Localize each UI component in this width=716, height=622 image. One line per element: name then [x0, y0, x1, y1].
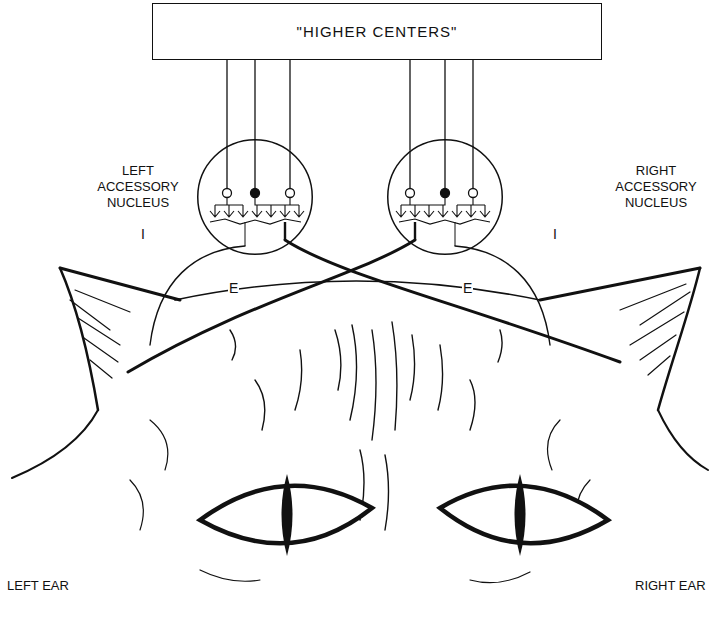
- ear-label: LEFT EAR: [6, 578, 70, 594]
- nucleus-ring: [198, 140, 313, 255]
- nucleus-outline: [387, 139, 503, 255]
- fiber-line: [289, 60, 290, 151]
- fiber-label: I: [552, 226, 558, 242]
- box-title: "HIGHER CENTERS": [297, 23, 458, 40]
- fiber-line: [409, 60, 410, 151]
- fiber-label: E: [462, 280, 473, 296]
- nucleus-outline: [197, 139, 313, 255]
- nucleus-label: LEFT ACCESSORY NUCLEUS: [87, 163, 189, 211]
- fiber-line: [254, 60, 255, 139]
- fiber-line: [226, 60, 227, 146]
- nucleus-circle: LEFT ACCESSORY NUCLEUS: [197, 139, 313, 255]
- fiber-line: [444, 60, 445, 139]
- fiber-label: I: [140, 226, 146, 242]
- nucleus-ring: [388, 140, 503, 255]
- fiber-label: E: [228, 280, 239, 296]
- ear-label: RIGHT EAR: [634, 578, 707, 594]
- center-box: "HIGHER CENTERS": [152, 3, 602, 60]
- nucleus-label: RIGHT ACCESSORY NUCLEUS: [605, 163, 707, 211]
- nucleus-circle: RIGHT ACCESSORY NUCLEUS: [387, 139, 503, 255]
- fiber-line: [472, 60, 473, 146]
